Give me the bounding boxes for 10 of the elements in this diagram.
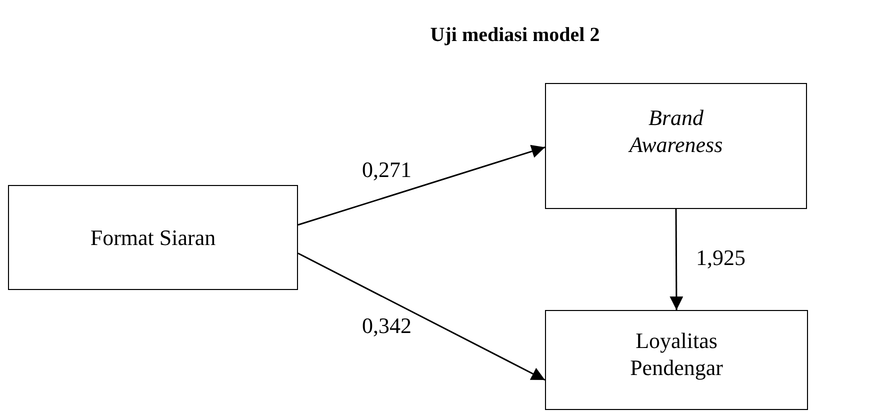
variable-name: Loyalitas Pendengar: [629, 326, 724, 382]
arrow: [298, 252, 546, 381]
diagram-title: Uji mediasi model 2: [429, 24, 601, 47]
variable-box: [545, 83, 807, 209]
variable-name: Brand Awareness: [627, 104, 724, 158]
variable-box: [545, 310, 808, 410]
arrow: [298, 144, 546, 226]
arrow: [670, 209, 684, 310]
variable-box: [8, 185, 298, 290]
variable-name: Format Siaran: [90, 224, 216, 252]
